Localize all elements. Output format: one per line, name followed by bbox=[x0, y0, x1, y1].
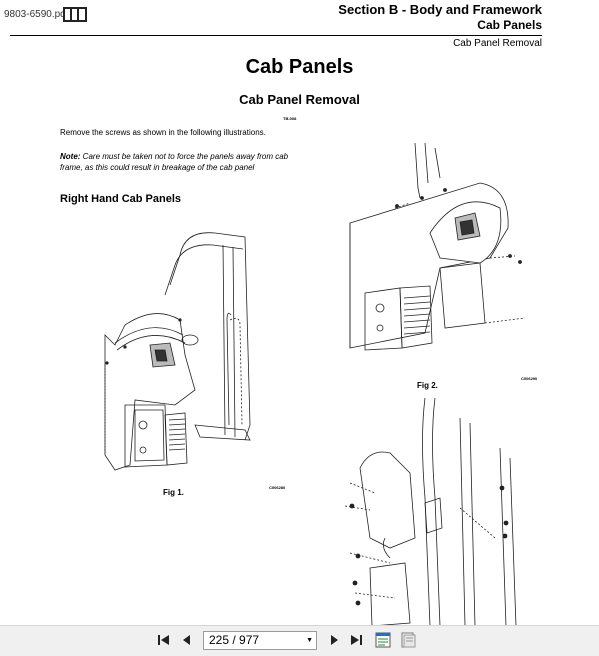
topic-code: TB-008 bbox=[283, 116, 297, 121]
last-page-icon[interactable] bbox=[349, 633, 363, 647]
fig3-illustration bbox=[344, 398, 517, 625]
note-paragraph: Note: Care must be taken not to force th… bbox=[60, 151, 292, 173]
instruction-text: Remove the screws as shown in the follow… bbox=[60, 128, 266, 137]
note-label: Note: bbox=[60, 152, 81, 161]
section-heading: Section B - Body and Framework bbox=[338, 2, 542, 17]
first-page-icon[interactable] bbox=[157, 633, 171, 647]
page-view-icon[interactable] bbox=[400, 632, 416, 648]
fig2-code: C006290 bbox=[521, 376, 538, 381]
running-head: Cab Panel Removal bbox=[453, 38, 542, 49]
page-number-field[interactable]: 225 / 977 ▼ bbox=[203, 631, 317, 650]
note-text: Care must be taken not to force the pane… bbox=[60, 152, 289, 172]
page-number-value: 225 / 977 bbox=[209, 633, 260, 647]
header-divider bbox=[10, 35, 542, 36]
fig1-code: C006280 bbox=[269, 485, 286, 490]
pdf-navigation-toolbar: 225 / 977 ▼ bbox=[0, 625, 599, 656]
page-subtitle: Cab Panel Removal bbox=[239, 92, 360, 107]
fig2-label: Fig 2. bbox=[417, 381, 438, 390]
page-dropdown-chevron-icon[interactable]: ▼ bbox=[306, 637, 313, 644]
fig1-label: Fig 1. bbox=[163, 488, 184, 497]
fig1-illustration bbox=[104, 232, 251, 471]
jcb-logo-icon bbox=[63, 7, 87, 22]
document-tab-label[interactable]: 9803-6590.pdf bbox=[4, 9, 69, 20]
fig2-illustration bbox=[349, 142, 526, 351]
next-page-icon[interactable] bbox=[327, 633, 341, 647]
page-title: Cab Panels bbox=[245, 56, 354, 78]
pdf-page: 9803-6590.pdf Section B - Body and Frame… bbox=[4, 2, 542, 625]
previous-page-icon[interactable] bbox=[180, 633, 194, 647]
page-layout-icon[interactable] bbox=[375, 632, 391, 648]
section-subheading: Cab Panels bbox=[477, 18, 542, 32]
right-hand-panels-heading: Right Hand Cab Panels bbox=[60, 193, 182, 205]
